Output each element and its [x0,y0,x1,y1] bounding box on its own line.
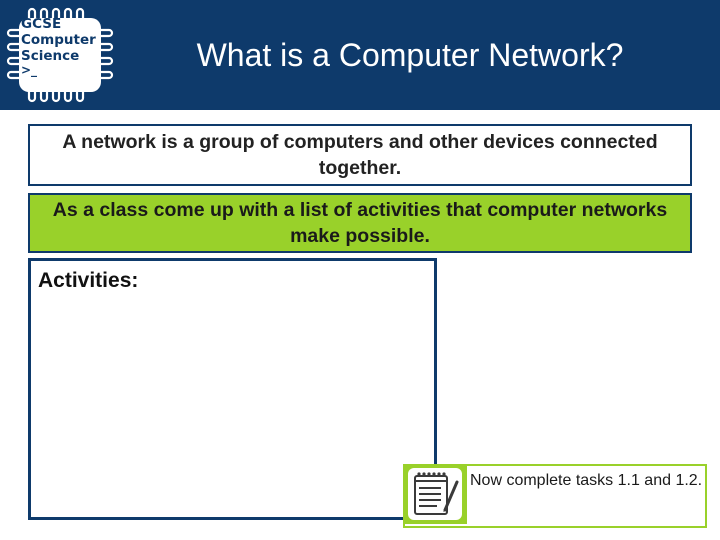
header-bar: GCSE Computer Science >_ What is a Compu… [0,0,720,110]
activities-label: Activities: [38,269,139,292]
logo-line-computer: Computer [21,32,96,48]
logo-line-science: Science [21,48,80,64]
activities-box[interactable]: Activities: [28,258,437,520]
page-title: What is a Computer Network? [196,36,624,73]
definition-text: A network is a group of computers and ot… [62,131,658,179]
gcse-logo-chip-icon [6,7,114,103]
class-task-box: As a class come up with a list of activi… [28,193,692,253]
logo-prompt: >_ [21,63,38,77]
definition-box: A network is a group of computers and ot… [28,124,692,186]
notepad-pencil-icon [403,464,467,524]
logo-line-gcse: GCSE [21,16,62,32]
class-task-text: As a class come up with a list of activi… [52,199,668,247]
task-callout-text: Now complete tasks 1.1 and 1.2. [470,472,703,489]
logo-text: GCSE Computer Science >_ [21,16,96,77]
